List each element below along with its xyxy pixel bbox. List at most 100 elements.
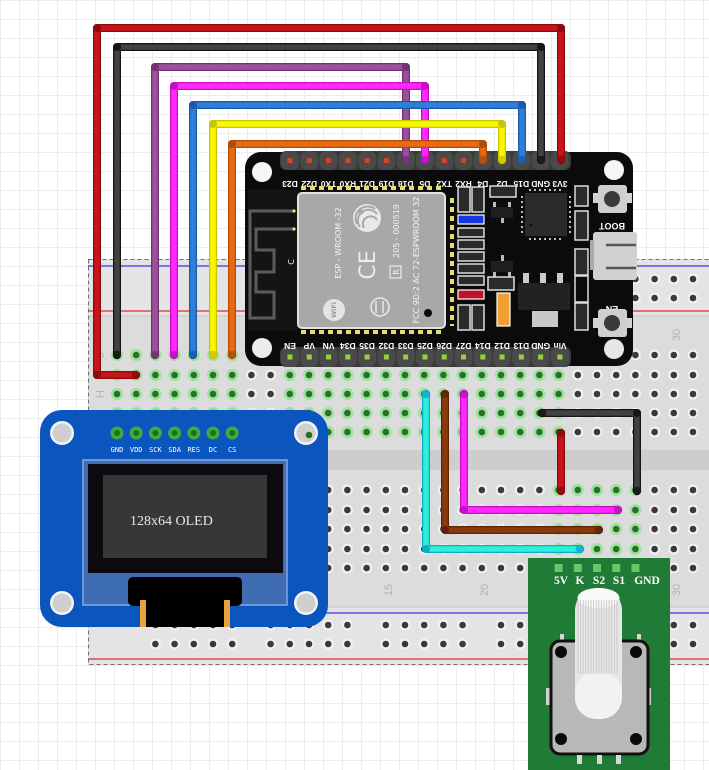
breadboard-hole-h26[interactable] — [591, 388, 603, 400]
breadboard-hole-i14[interactable] — [360, 369, 373, 381]
wire-bendpoint[interactable] — [460, 506, 468, 514]
en-reset-button[interactable] — [593, 309, 632, 337]
encoder-pin-5v[interactable] — [554, 564, 563, 572]
wire-gnd-gnd[interactable] — [112, 43, 546, 360]
breadboard-hole-h28[interactable] — [629, 388, 641, 400]
breadboard-hole-f26[interactable] — [591, 426, 603, 438]
esp32-pin-d19-top[interactable] — [377, 151, 396, 170]
power-rail-hole-bottom-pos-3[interactable] — [149, 638, 161, 650]
breadboard-hole-e22[interactable] — [514, 484, 526, 496]
wire-end-handle[interactable] — [632, 486, 642, 496]
breadboard-hole-b27[interactable] — [610, 543, 623, 555]
breadboard-hole-j31[interactable] — [687, 349, 699, 361]
esp32-pin-d35-bottom[interactable] — [358, 347, 377, 367]
esp32-pin-d21-top[interactable] — [358, 151, 377, 170]
wire-end-handle[interactable] — [575, 544, 585, 554]
esp32-pin-d34-bottom[interactable] — [338, 347, 357, 367]
breadboard-hole-h29[interactable] — [649, 388, 661, 400]
breadboard-hole-g15[interactable] — [379, 407, 392, 419]
breadboard-hole-e16[interactable] — [399, 484, 411, 496]
breadboard-hole-g31[interactable] — [687, 407, 699, 419]
power-rail-hole-top-neg-31[interactable] — [687, 273, 699, 285]
wire-end-handle[interactable] — [169, 350, 179, 360]
breadboard-hole-h13[interactable] — [341, 388, 354, 400]
breadboard-hole-f27[interactable] — [610, 426, 622, 438]
power-rail-hole-bottom-pos-5[interactable] — [188, 638, 200, 650]
breadboard-hole-a18[interactable] — [437, 562, 449, 574]
breadboard-hole-h5[interactable] — [187, 388, 200, 400]
breadboard-hole-j29[interactable] — [649, 349, 661, 361]
esp32-pin-d14-bottom[interactable] — [473, 347, 492, 367]
breadboard-hole-g30[interactable] — [668, 407, 680, 419]
breadboard-hole-a17[interactable] — [418, 562, 430, 574]
wire-bendpoint[interactable] — [93, 371, 101, 379]
wire-end-handle[interactable] — [150, 350, 160, 360]
breadboard-hole-a31[interactable] — [687, 562, 699, 574]
wire-d18-sck[interactable] — [150, 63, 411, 360]
breadboard-hole-h14[interactable] — [360, 388, 373, 400]
esp32-pin-d33-bottom[interactable] — [396, 347, 415, 367]
power-rail-hole-top-neg-29[interactable] — [649, 273, 661, 285]
breadboard-hole-i25[interactable] — [572, 369, 584, 381]
boot-button[interactable] — [593, 185, 632, 213]
power-rail-hole-bottom-pos-9[interactable] — [265, 638, 277, 650]
wire-d27-s1[interactable] — [459, 389, 623, 515]
breadboard-hole-g22[interactable] — [514, 407, 527, 419]
power-rail-hole-bottom-neg-19[interactable] — [457, 619, 469, 631]
esp32-pin-vp-bottom[interactable] — [300, 347, 319, 367]
breadboard-hole-d16[interactable] — [399, 504, 411, 516]
breadboard-hole-f23[interactable] — [533, 426, 546, 438]
breadboard-hole-f13[interactable] — [341, 426, 354, 438]
breadboard-hole-i12[interactable] — [322, 369, 335, 381]
power-rail-hole-bottom-pos-15[interactable] — [380, 638, 392, 650]
breadboard-hole-j30[interactable] — [668, 349, 680, 361]
breadboard-hole-h15[interactable] — [379, 388, 392, 400]
power-rail-hole-top-neg-30[interactable] — [668, 273, 680, 285]
breadboard-hole-h12[interactable] — [322, 388, 335, 400]
encoder-pin-gnd[interactable] — [631, 564, 640, 572]
esp32-pin-d23-top[interactable] — [281, 151, 299, 170]
breadboard-hole-h25[interactable] — [572, 388, 584, 400]
oled-pin-res[interactable] — [187, 426, 201, 440]
breadboard-hole-a14[interactable] — [361, 562, 373, 574]
wire-end-handle[interactable] — [556, 428, 566, 438]
breadboard-hole-d14[interactable] — [361, 504, 373, 516]
breadboard-hole-c28[interactable] — [629, 523, 642, 535]
breadboard-hole-e15[interactable] — [380, 484, 392, 496]
esp32-pin-d25-bottom[interactable] — [415, 347, 434, 367]
breadboard-hole-h10[interactable] — [283, 388, 296, 400]
power-rail-hole-top-pos-31[interactable] — [687, 292, 699, 304]
power-rail-hole-bottom-neg-13[interactable] — [341, 619, 353, 631]
wire-end-handle[interactable] — [131, 370, 141, 380]
breadboard-hole-g16[interactable] — [399, 407, 411, 419]
breadboard-hole-i22[interactable] — [514, 369, 527, 381]
esp32-pin-rx0-top[interactable] — [338, 151, 357, 170]
esp32-pin-gnd-bottom[interactable] — [531, 347, 550, 367]
wire-end-handle[interactable] — [594, 525, 604, 535]
breadboard-hole-f16[interactable] — [399, 426, 411, 438]
breadboard-hole-i24[interactable] — [552, 369, 565, 381]
wire-end-handle[interactable] — [517, 155, 527, 165]
breadboard-hole-h9[interactable] — [265, 388, 277, 400]
encoder-knob-shaft[interactable] — [575, 588, 622, 719]
breadboard-hole-c16[interactable] — [399, 523, 411, 535]
breadboard-hole-a22[interactable] — [514, 562, 526, 574]
breadboard-hole-i10[interactable] — [283, 369, 296, 381]
wire-bendpoint[interactable] — [170, 82, 178, 90]
wire-bendpoint[interactable] — [421, 82, 429, 90]
breadboard-hole-h22[interactable] — [514, 388, 527, 400]
breadboard-hole-c14[interactable] — [361, 523, 373, 535]
power-rail-hole-bottom-neg-12[interactable] — [322, 619, 334, 631]
breadboard-hole-f29[interactable] — [649, 426, 661, 438]
power-rail-hole-bottom-pos-19[interactable] — [457, 638, 469, 650]
breadboard-hole-b14[interactable] — [361, 543, 373, 555]
breadboard-hole-i27[interactable] — [610, 369, 622, 381]
breadboard-hole-i26[interactable] — [591, 369, 603, 381]
breadboard-hole-b13[interactable] — [341, 543, 353, 555]
esp32-pin-d26-bottom[interactable] — [435, 347, 454, 367]
esp32-pin-d12-bottom[interactable] — [493, 347, 512, 367]
breadboard-hole-i28[interactable] — [629, 369, 641, 381]
breadboard-hole-f30[interactable] — [668, 426, 680, 438]
breadboard-hole-f25[interactable] — [572, 426, 584, 438]
